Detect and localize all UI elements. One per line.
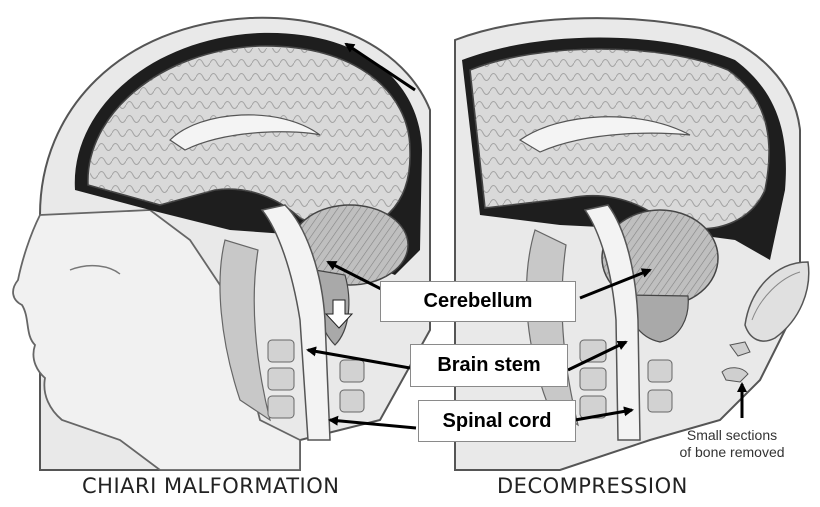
left-head <box>13 18 430 470</box>
bone-note-line-1: Small sections <box>648 427 816 444</box>
caption-decompression: DECOMPRESSION <box>497 474 688 498</box>
spinal-cord-label: Spinal cord <box>418 400 576 442</box>
brain-stem-label: Brain stem <box>410 344 568 387</box>
bone-note-line-2: of bone removed <box>648 444 816 461</box>
caption-chiari: CHIARI MALFORMATION <box>82 474 339 498</box>
bone-removed-note: Small sections of bone removed <box>648 427 816 461</box>
cerebellum-label: Cerebellum <box>380 281 576 322</box>
